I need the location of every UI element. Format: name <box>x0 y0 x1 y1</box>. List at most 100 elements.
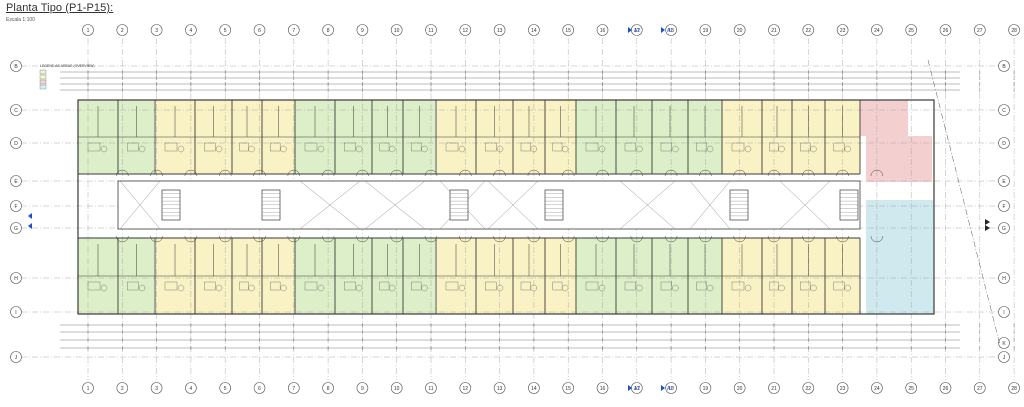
door-swing-top-6 <box>321 169 335 177</box>
fixture-1-7 <box>355 284 363 292</box>
grid-label-col-21-bottom: 21 <box>771 386 777 392</box>
grid-label-col-17-bottom: 17 <box>634 386 640 392</box>
grid-label-col-20-top: 20 <box>737 28 743 34</box>
grid-label-row-B-right: B <box>1002 64 1006 70</box>
bathroom-1-3 <box>204 281 216 291</box>
right-marker-icon-b <box>985 225 990 231</box>
bathroom-1-21 <box>833 281 845 291</box>
grid-label-col-9-bottom: 9 <box>361 386 364 392</box>
bathroom-1-13 <box>552 281 563 291</box>
bathroom-1-4 <box>239 281 249 291</box>
grid-label-col-18-bottom: 18 <box>668 386 674 392</box>
grid-label-col-15-bottom: 15 <box>565 386 571 392</box>
grid-bubble-col-19-bottom <box>699 382 712 394</box>
grid-label-col-23-bottom: 23 <box>840 386 846 392</box>
bathroom-1-7 <box>344 281 356 291</box>
fixture-0-16 <box>672 145 679 153</box>
grid-label-row-D-right: D <box>1002 141 1006 147</box>
door-swing-bottom-15 <box>630 235 644 243</box>
fixture-0-11 <box>496 145 504 153</box>
fixture-1-6 <box>317 284 325 292</box>
door-swing-bottom-20 <box>802 235 815 243</box>
fixture-0-8 <box>388 145 396 153</box>
grid-label-col-6-bottom: 6 <box>258 386 261 392</box>
fixture-1-20 <box>810 284 817 292</box>
grid-label-col-11-top: 11 <box>428 28 433 34</box>
fixture-0-0 <box>100 145 108 153</box>
fixture-1-18 <box>744 284 752 292</box>
door-swing-top-1 <box>150 169 163 177</box>
fixture-1-9 <box>421 284 428 292</box>
fixture-0-12 <box>530 145 537 153</box>
fixture-1-2 <box>177 284 185 292</box>
bathroom-0-7 <box>344 142 356 152</box>
fixture-0-21 <box>844 145 851 153</box>
fixture-0-5 <box>280 145 287 153</box>
bathroom-0-11 <box>485 142 497 152</box>
bathroom-0-19 <box>769 142 779 152</box>
bathroom-0-10 <box>445 142 459 152</box>
grid-label-col-19-bottom: 19 <box>703 386 709 392</box>
zone-blue-14 <box>866 200 934 314</box>
stair-core-0 <box>161 189 181 221</box>
bathroom-1-11 <box>485 281 497 291</box>
grid-bubble-col-6-top <box>253 24 266 36</box>
grid-label-row-D-left: D <box>14 141 18 147</box>
grid-bubble-row-H-left <box>10 272 22 284</box>
bathroom-1-10 <box>445 281 459 291</box>
bathroom-0-21 <box>833 142 845 152</box>
legend-swatch-1 <box>39 74 47 80</box>
grid-bubble-row-K-right <box>998 337 1010 349</box>
door-swing-top-18 <box>733 169 746 177</box>
grid-bubble-col-14-bottom <box>528 382 540 394</box>
grid-bubble-col-26-top <box>939 24 952 36</box>
door-swing-bottom-14 <box>596 235 609 243</box>
door-swing-bottom-4 <box>253 235 266 243</box>
fixture-0-13 <box>561 145 569 153</box>
grid-bubble-col-20-top <box>733 24 746 36</box>
grid-label-col-17-top: 17 <box>634 28 640 34</box>
grid-label-col-18-top: 18 <box>668 28 674 34</box>
grid-bubble-col-24-bottom <box>871 382 883 394</box>
door-swing-bottom-6 <box>321 235 335 243</box>
fixture-0-2 <box>177 145 185 153</box>
left-marker-icon-b <box>28 223 32 229</box>
fixture-0-18 <box>744 145 752 153</box>
grid-label-col-15-top: 15 <box>565 28 571 34</box>
door-swing-top-15 <box>630 169 644 177</box>
grid-bubble-col-26-bottom <box>939 382 952 394</box>
fixture-0-7 <box>355 145 363 153</box>
grid-bubble-col-4-top <box>185 24 197 36</box>
stair-core-1 <box>261 189 281 221</box>
grid-bubble-row-G-right <box>998 222 1010 234</box>
legend: LEGEND AS AREAS (OVERVIEW) <box>39 64 95 90</box>
door-swing-top-13 <box>561 169 575 177</box>
fixture-0-10 <box>458 145 466 153</box>
legend-swatch-0 <box>39 69 47 75</box>
door-swing-bottom-11 <box>493 235 506 243</box>
stair-core-5 <box>839 189 859 221</box>
fixture-1-13 <box>561 284 569 292</box>
grid-label-col-12-bottom: 12 <box>463 386 469 392</box>
section-label-0: A2 <box>634 28 640 34</box>
right-marker-icon-a <box>985 219 990 225</box>
door-swing-top-21 <box>836 169 849 177</box>
bathroom-0-9 <box>411 142 422 152</box>
grid-bubble-col-20-bottom <box>733 382 746 394</box>
drawing-scale: Escala 1:100 <box>6 17 35 23</box>
fixture-1-4 <box>248 284 255 292</box>
door-swing-bottom-0 <box>116 235 129 243</box>
grid-bubble-row-E-right <box>998 175 1010 187</box>
fixture-1-15 <box>636 284 643 292</box>
grid-bubble-row-D-right <box>998 137 1010 149</box>
grid-label-row-E-right: E <box>1002 179 1006 185</box>
bathroom-0-2 <box>164 142 178 152</box>
grid-bubble-row-E-left <box>10 175 22 187</box>
grid-bubble-col-13-top <box>493 24 506 36</box>
fixture-0-14 <box>598 145 606 153</box>
door-swing-top-0 <box>116 169 129 177</box>
bathroom-1-17 <box>696 281 707 291</box>
grid-label-row-I-left: I <box>15 310 16 316</box>
bathroom-0-1 <box>127 142 139 152</box>
